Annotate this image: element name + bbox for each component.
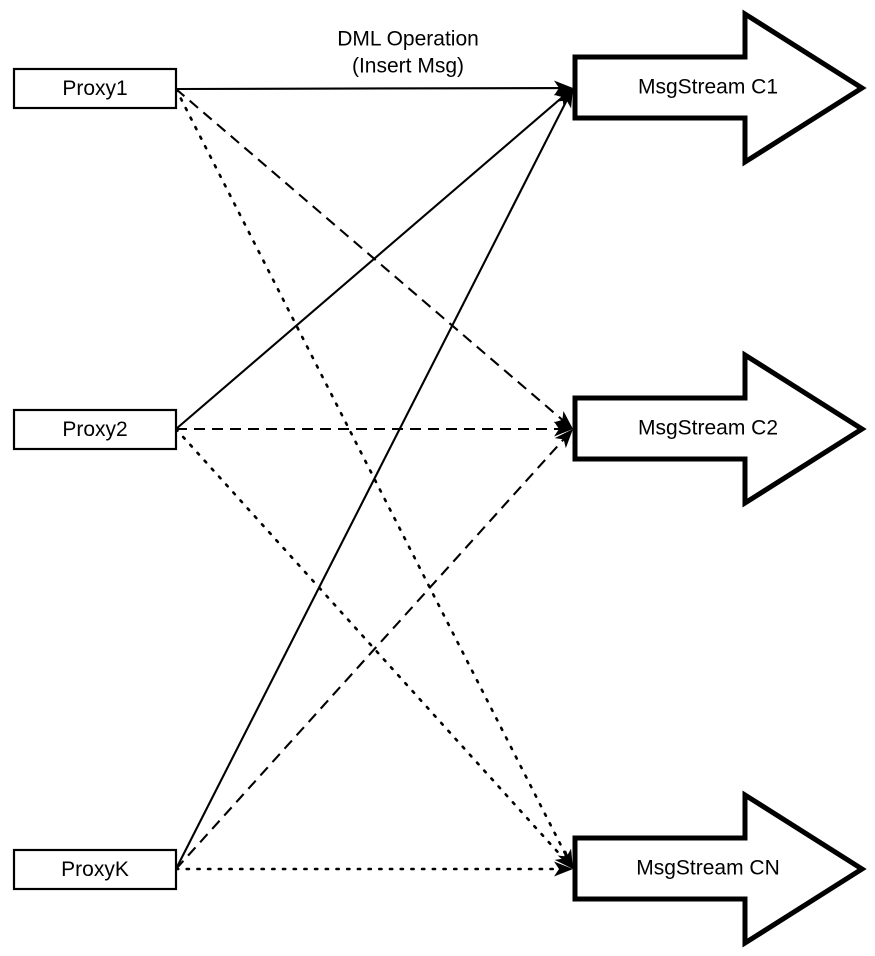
caption-line-1: DML Operation [337,28,479,51]
edge-proxyk-to-c1 [175,92,572,870]
stream-arrow-c2[interactable]: MsgStream C2 [572,350,867,508]
proxy-node-label-proxy1: Proxy1 [62,77,127,100]
proxy-node-box-proxyk [12,848,178,891]
stream-arrow-label-c1: MsgStream C1 [638,76,778,99]
arrowhead-proxy2-to-cn [554,849,573,869]
caption-dml-operation: DML Operation (Insert Msg) [337,28,479,78]
arrowhead-proxy1-to-c2 [553,410,573,429]
stream-arrow-label-c2: MsgStream C2 [638,417,778,440]
arrowheads-layer [553,80,573,877]
edge-proxy1-to-c2 [175,88,570,426]
proxy-node-proxy1[interactable]: Proxy1 [12,67,178,110]
edge-proxy2-to-c1 [175,91,570,430]
stream-arrow-cn[interactable]: MsgStream CN [572,790,867,948]
arrowhead-proxyk-to-cn [554,861,573,877]
edge-proxyk-to-c2 [175,432,570,870]
edges-layer [174,86,572,871]
edge-proxy2-to-cn [174,427,571,866]
stream-arrow-shape-c2 [572,350,867,508]
proxy-node-proxy2[interactable]: Proxy2 [12,408,178,451]
stream-arrow-label-cn: MsgStream CN [636,857,780,880]
edge-proxy1-to-cn [174,87,572,865]
proxy-node-proxyk[interactable]: ProxyK [12,848,178,891]
stream-arrow-c1[interactable]: MsgStream C1 [572,9,867,167]
arrowhead-proxyk-to-c2 [554,429,573,449]
stream-arrow-shape-cn [572,790,867,948]
edge-proxy1-to-c1 [175,86,568,91]
stream-arrow-shape-c1 [572,9,867,167]
proxy-node-label-proxyk: ProxyK [61,858,129,881]
caption-line-2: (Insert Msg) [352,55,464,78]
streams-layer: MsgStream C1 MsgStream C2 MsgStream CN [572,9,867,948]
arrowhead-proxyk-to-c1 [557,88,573,109]
proxy-node-box-proxy1 [12,67,178,110]
proxy-node-label-proxy2: Proxy2 [62,418,127,441]
arrowhead-proxy2-to-c2 [554,421,573,437]
arrowhead-proxy1-to-c1 [553,80,573,96]
proxy-node-box-proxy2 [12,408,178,451]
